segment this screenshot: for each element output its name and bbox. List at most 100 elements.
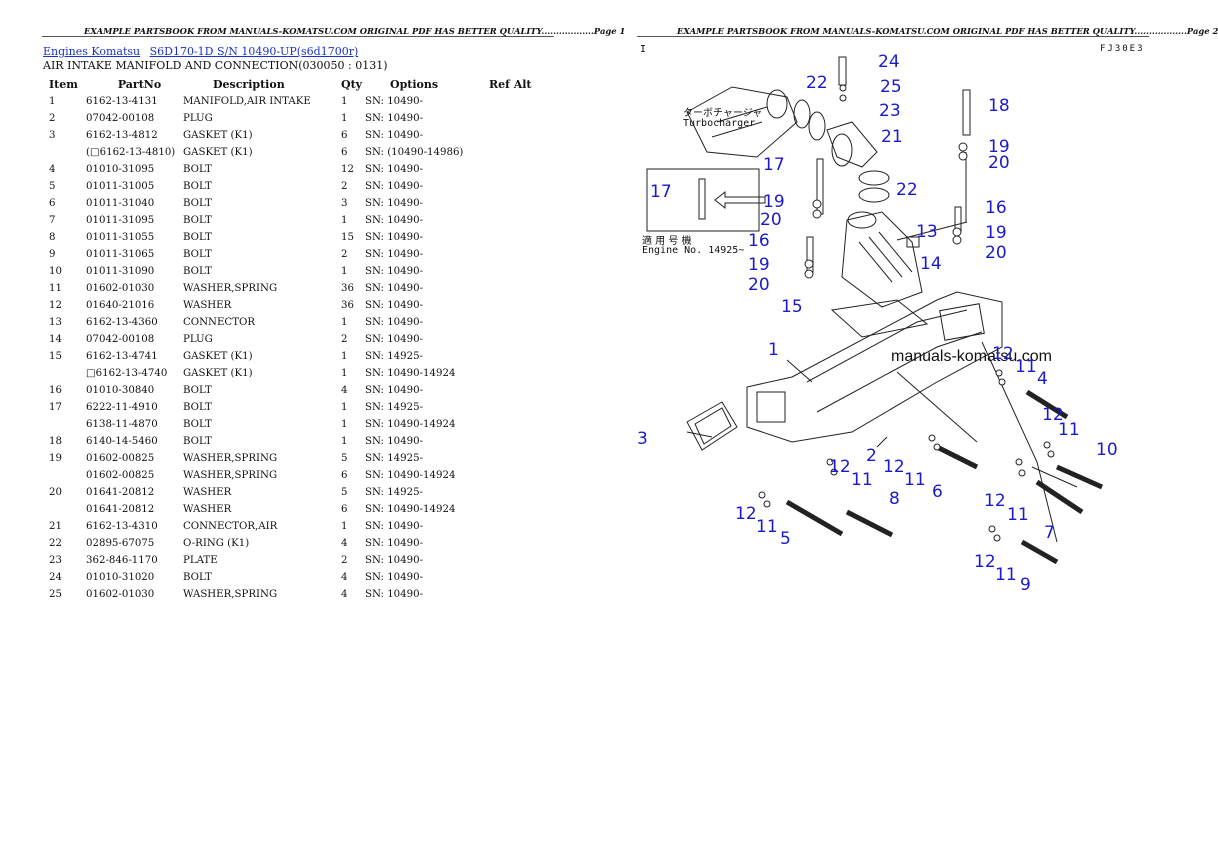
cell-partno: 01010-31020 (86, 572, 155, 583)
cell-options: SN: 10490-14924 (365, 368, 456, 379)
callout-number: 16 (748, 231, 770, 251)
cell-partno: 6140-14-5460 (86, 436, 158, 447)
cell-qty: 15 (341, 232, 354, 243)
cell-description: MANIFOLD,AIR INTAKE (183, 96, 311, 107)
diagram-code-left: I (640, 44, 647, 55)
cell-qty: 4 (341, 572, 348, 583)
cell-qty: 3 (341, 198, 348, 209)
cell-item: 7 (49, 215, 56, 226)
callout-number: 19 (985, 223, 1007, 243)
cell-qty: 6 (341, 504, 348, 515)
cell-description: PLUG (183, 113, 213, 124)
cell-partno: 01641-20812 (86, 504, 155, 515)
cell-refalt (489, 246, 549, 263)
cell-description: GASKET (K1) (183, 147, 253, 158)
breadcrumb-engines-link[interactable]: Engines Komatsu (43, 45, 141, 58)
callout-number: 20 (748, 275, 770, 295)
cell-item: 21 (49, 521, 62, 532)
cell-partno: 01011-31055 (86, 232, 155, 243)
callout-number: 17 (650, 182, 672, 202)
callout-number: 11 (995, 565, 1017, 585)
cell-refalt (489, 297, 549, 314)
cell-options: SN: 10490- (365, 538, 424, 549)
cell-options: SN: 10490- (365, 96, 424, 107)
cell-refalt (489, 433, 549, 450)
cell-item: 19 (49, 453, 62, 464)
cell-refalt (489, 569, 549, 586)
cell-qty: 4 (341, 589, 348, 600)
cell-description: BOLT (183, 215, 212, 226)
breadcrumb-model-link[interactable]: S6D170-1D S/N 10490-UP(s6d1700r) (149, 45, 359, 58)
turbocharger-jp-label: ターボチャージャ (683, 108, 763, 119)
callout-number: 20 (985, 243, 1007, 263)
cell-refalt (489, 450, 549, 467)
callout-number: 5 (780, 529, 791, 549)
cell-options: SN: 10490-14924 (365, 470, 456, 481)
callout-number: 3 (637, 429, 648, 449)
cell-qty: 1 (341, 368, 348, 379)
cell-qty: 1 (341, 96, 348, 107)
cell-item: 15 (49, 351, 62, 362)
col-partno-header: PartNo (117, 78, 162, 91)
exploded-diagram (646, 56, 1104, 565)
cell-item: 3 (49, 130, 56, 141)
cell-description: BOLT (183, 249, 212, 260)
cell-item: 23 (49, 555, 62, 566)
cell-description: WASHER,SPRING (183, 589, 278, 600)
cell-refalt (489, 93, 549, 110)
callout-number: 22 (896, 180, 918, 200)
cell-qty: 1 (341, 419, 348, 430)
cell-description: BOLT (183, 232, 212, 243)
section-title: AIR INTAKE MANIFOLD AND CONNECTION(03005… (43, 59, 388, 72)
cell-item (41, 467, 86, 484)
cell-item: 16 (49, 385, 62, 396)
col-description-header: Description (213, 78, 285, 91)
cell-options: SN: 10490- (365, 317, 424, 328)
cell-options: SN: 14925- (365, 487, 424, 498)
cell-refalt (489, 331, 549, 348)
diagram-code-right: FJ30E3 (1100, 44, 1145, 54)
cell-qty: 5 (341, 487, 348, 498)
cell-partno: 01602-00825 (86, 470, 155, 481)
cell-refalt (489, 195, 549, 212)
cell-partno: 6162-13-4310 (86, 521, 158, 532)
callout-number: 12 (1042, 405, 1064, 425)
cell-item: 10 (49, 266, 62, 277)
cell-options: SN: 10490- (365, 198, 424, 209)
callout-number: 25 (880, 77, 902, 97)
col-refalt-header: Ref Alt (489, 78, 532, 91)
cell-item: 8 (49, 232, 56, 243)
page1-header: EXAMPLE PARTSBOOK FROM MANUALS-KOMATSU.C… (84, 26, 626, 36)
cell-description: BOLT (183, 198, 212, 209)
cell-item: 11 (49, 283, 62, 294)
cell-partno: 01011-31040 (86, 198, 155, 209)
cell-item: 13 (49, 317, 62, 328)
cell-description: BOLT (183, 164, 212, 175)
cell-item: 4 (49, 164, 56, 175)
cell-description: WASHER (183, 504, 232, 515)
callout-number: 20 (760, 210, 782, 230)
cell-qty: 6 (341, 147, 348, 158)
cell-partno: 6222-11-4910 (86, 402, 158, 413)
cell-item (41, 501, 86, 518)
callout-number: 11 (851, 470, 873, 490)
cell-options: SN: 10490-14924 (365, 419, 456, 430)
cell-description: GASKET (K1) (183, 351, 253, 362)
cell-refalt (489, 467, 549, 484)
cell-refalt (489, 535, 549, 552)
cell-options: SN: 10490-14924 (365, 504, 456, 515)
callout-number: 15 (781, 297, 803, 317)
cell-qty: 4 (341, 385, 348, 396)
cell-options: SN: 10490- (365, 266, 424, 277)
cell-qty: 1 (341, 436, 348, 447)
callout-number: 19 (763, 192, 785, 212)
callout-number: 17 (763, 155, 785, 175)
callout-number: 20 (988, 153, 1010, 173)
cell-refalt (489, 212, 549, 229)
